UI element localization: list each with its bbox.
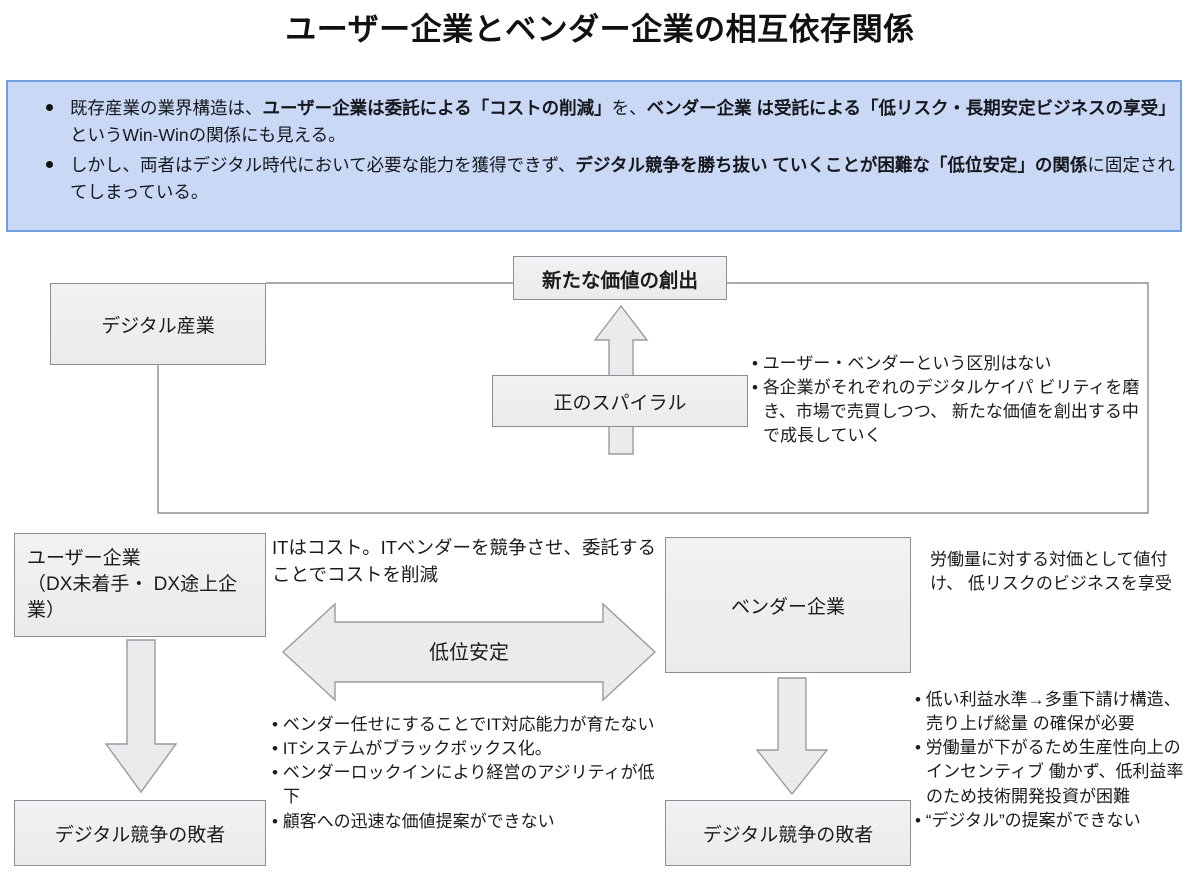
box-digital-industry-label: デジタル産業	[101, 315, 215, 337]
text-digital-industry-notes: • ユーザー・ベンダーという区別はない • 各企業がそれぞれのデジタルケイパ ビ…	[752, 352, 1142, 449]
bullet-dot-icon	[46, 104, 53, 111]
box-vendor-company[interactable]: ベンダー企業	[665, 537, 911, 673]
box-loser-left[interactable]: デジタル競争の敗者	[14, 800, 266, 866]
drawback-text: 労働量が下がるため生産性向上のインセンティブ 働かず、低利益率のため技術開発投資…	[925, 738, 1184, 806]
banner-bullet-2-seg-3: に固定されてしまっている。	[70, 155, 1175, 203]
box-user-company-label: ユーザー企業 （DX未着手・ DX途上企業）	[27, 547, 238, 622]
box-new-value-creation[interactable]: 新たな価値の創出	[513, 256, 727, 300]
drawback-text: “デジタル”の提案ができない	[925, 810, 1141, 830]
box-loser-right-label: デジタル競争の敗者	[702, 824, 874, 846]
box-new-value-creation-label: 新たな価値の創出	[541, 269, 698, 292]
drawback-line: • 労働量が下がるため生産性向上のインセンティブ 働かず、低利益率のため技術開発…	[915, 738, 1184, 806]
bullet-dot-icon	[46, 161, 53, 169]
box-digital-industry[interactable]: デジタル産業	[50, 283, 266, 365]
box-positive-spiral-label: 正のスパイラル	[553, 392, 687, 414]
text-it-is-cost: ITはコスト。ITベンダーを競争させ、委託することでコストを削減	[272, 537, 657, 585]
banner-bullet-1-seg-2: ユーザー企業は委託による「コストの削減」	[262, 98, 612, 118]
banner-bullet-item: 既存産業の業界構造は、ユーザー企業は委託による「コストの削減」を、ベンダー企業 …	[8, 95, 1180, 149]
arrow-bidirectional-low-level-stability	[281, 602, 657, 702]
banner-bullet-1-seg-5: というWin-Winの関係にも見える。	[70, 125, 346, 146]
drawback-text: ベンダー任せにすることでIT対応能力が育たない	[282, 715, 655, 734]
banner-bullet-item: しかし、両者はデジタル時代において必要な能力を獲得できず、デジタル競争を勝ち抜い…	[8, 152, 1180, 206]
text-vendor-benefit: 労働量に対する対価として値付け、 低リスクのビジネスを享受	[930, 550, 1172, 594]
banner-bullet-1-seg-3: を、	[611, 98, 647, 118]
note-text: 各企業がそれぞれのデジタルケイパ ビリティを磨き、市場で売買しつつ、 新たな価値…	[762, 378, 1140, 446]
drawback-line: • ベンダーロックインにより経営のアジリティが低下	[272, 763, 655, 807]
page-title: ユーザー企業とベンダー企業の相互依存関係	[285, 12, 915, 47]
drawback-line: • “デジタル”の提案ができない	[915, 810, 1141, 830]
banner-bullet-2-seg-2: デジタル競争を勝ち抜い ていくことが困難な「低位安定」の関係	[575, 155, 1088, 176]
box-vendor-company-label: ベンダー企業	[730, 596, 845, 618]
box-positive-spiral[interactable]: 正のスパイラル	[492, 375, 748, 427]
note-line: • ユーザー・ベンダーという区別はない	[752, 354, 1052, 373]
feedback-loop-connector	[157, 282, 1149, 514]
banner-bullet-2-seg-1: しかし、両者はデジタル時代において必要な能力を獲得できず、	[70, 155, 576, 176]
drawback-text: ITシステムがブラックボックス化。	[282, 739, 552, 759]
box-loser-right[interactable]: デジタル競争の敗者	[665, 800, 911, 866]
banner-bullet-1-seg-4: ベンダー企業 は受託による「低リスク・長期安定ビジネスの享受」	[646, 98, 1176, 118]
text-vendor-drawbacks: • 低い利益水準→多重下請け構造、売り上げ総量 の確保が必要 • 労働量が下がる…	[915, 688, 1197, 833]
drawback-text: ベンダーロックインにより経営のアジリティが低下	[282, 763, 655, 807]
arrow-down-user-to-loser	[104, 639, 178, 794]
drawback-line: • 顧客への迅速な価値提案ができない	[272, 811, 555, 831]
arrow-bidirectional-label: 低位安定	[429, 642, 509, 664]
banner-bullet-1-seg-1: 既存産業の業界構造は、	[70, 98, 263, 118]
box-user-company[interactable]: ユーザー企業 （DX未着手・ DX途上企業）	[14, 533, 266, 637]
summary-banner: 既存産業の業界構造は、ユーザー企業は委託による「コストの削減」を、ベンダー企業 …	[6, 80, 1182, 232]
drawback-line: • 低い利益水準→多重下請け構造、売り上げ総量 の確保が必要	[915, 690, 1181, 734]
drawback-line: • ITシステムがブラックボックス化。	[272, 739, 552, 759]
note-text: ユーザー・ベンダーという区別はない	[762, 354, 1052, 373]
note-line: • 各企業がそれぞれのデジタルケイパ ビリティを磨き、市場で売買しつつ、 新たな…	[752, 378, 1140, 446]
box-loser-left-label: デジタル競争の敗者	[54, 824, 226, 846]
drawback-line: • ベンダー任せにすることでIT対応能力が育たない	[272, 715, 655, 734]
text-user-drawbacks: • ベンダー任せにすることでIT対応能力が育たない • ITシステムがブラックボ…	[272, 713, 662, 834]
arrow-down-vendor-to-loser	[755, 677, 829, 796]
drawback-text: 低い利益水準→多重下請け構造、売り上げ総量 の確保が必要	[925, 690, 1181, 734]
drawback-text: 顧客への迅速な価値提案ができない	[282, 811, 555, 831]
